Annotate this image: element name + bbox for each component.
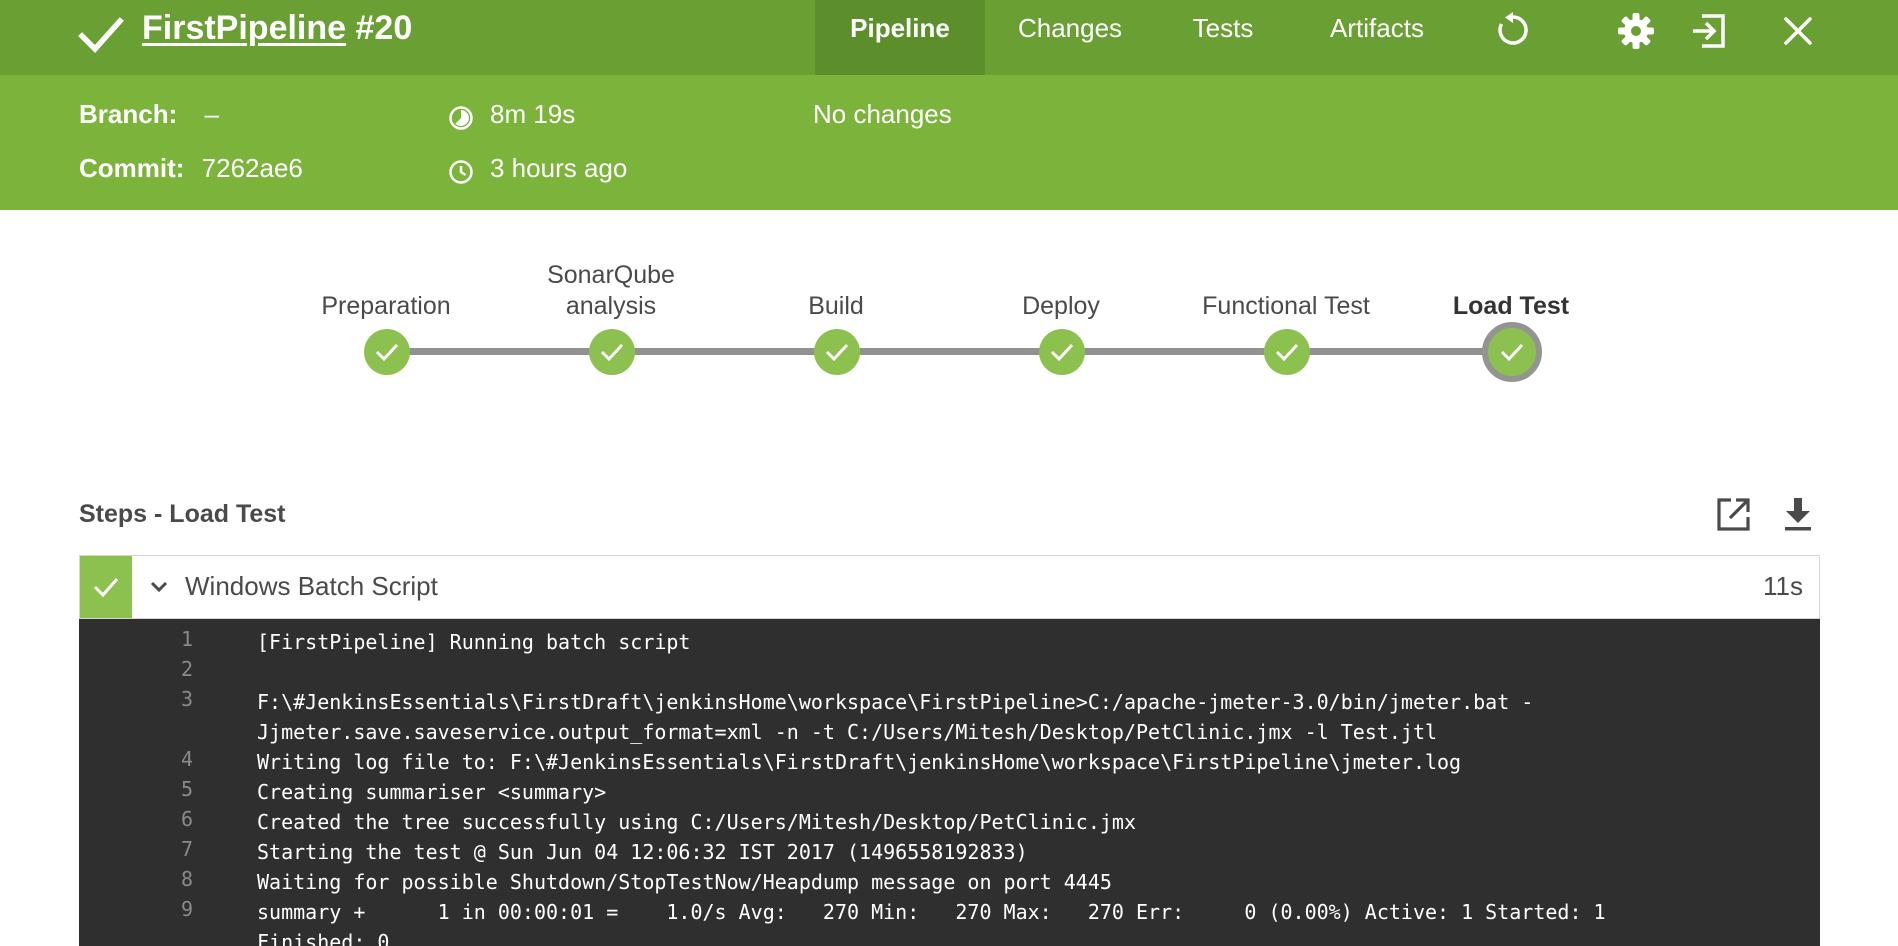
steps-title: Steps - Load Test: [79, 500, 286, 528]
pipeline-name-link[interactable]: FirstPipeline: [142, 9, 347, 47]
stage-node-preparation[interactable]: [364, 329, 410, 375]
duration-value: 8m 19s: [490, 99, 576, 129]
line-number[interactable]: 2: [180, 657, 193, 681]
stage-label-functional-test[interactable]: Functional Test: [1202, 292, 1370, 320]
stage-label-load-test[interactable]: Load Test: [1452, 292, 1570, 320]
close-icon[interactable]: [1777, 10, 1819, 52]
changes-value: No changes: [813, 99, 952, 129]
commit-info: Commit: 7262ae6: [79, 153, 303, 184]
tab-changes[interactable]: Changes: [1017, 13, 1123, 43]
check-icon: [93, 578, 119, 598]
log-text: F:\#JenkinsEssentials\FirstDraft\jenkins…: [257, 690, 1534, 744]
run-title: FirstPipeline #20: [142, 9, 412, 48]
step-row-windows-batch-script[interactable]: Windows Batch Script 11s: [79, 555, 1820, 619]
log-text: [FirstPipeline] Running batch script: [257, 630, 691, 654]
stage-label-deploy[interactable]: Deploy: [1022, 292, 1100, 320]
stage-node-build[interactable]: [814, 329, 860, 375]
line-number[interactable]: 4: [180, 747, 193, 771]
chevron-down-icon[interactable]: [148, 576, 170, 598]
started-value: 3 hours ago: [490, 153, 628, 183]
top-bar: FirstPipeline #20 Pipeline Changes Tests…: [0, 0, 1898, 75]
branch-value: –: [204, 99, 219, 129]
step-name: Windows Batch Script: [185, 571, 438, 601]
branch-info: Branch: –: [79, 99, 219, 130]
commit-value: 7262ae6: [201, 153, 303, 183]
log-text: Created the tree successfully using C:/U…: [257, 810, 1136, 834]
line-number[interactable]: 1: [180, 627, 193, 651]
check-icon: [600, 343, 624, 362]
log-text: Creating summariser <summary>: [257, 780, 607, 804]
line-number[interactable]: 8: [180, 867, 193, 891]
tab-tests[interactable]: Tests: [1192, 13, 1254, 43]
tab-artifacts[interactable]: Artifacts: [1330, 13, 1424, 43]
commit-label: Commit:: [79, 153, 185, 183]
line-number[interactable]: 5: [180, 777, 193, 801]
log-text: summary + 1 in 00:00:01 = 1.0/s Avg: 270…: [257, 900, 1606, 946]
log-text: Starting the test @ Sun Jun 04 12:06:32 …: [257, 840, 1028, 864]
gear-icon[interactable]: [1615, 10, 1657, 52]
stage-node-load-test[interactable]: [1482, 322, 1542, 382]
log-text: Waiting for possible Shutdown/StopTestNo…: [257, 870, 1112, 894]
open-external-icon[interactable]: [1714, 494, 1754, 534]
stage-label-preparation[interactable]: Preparation: [321, 292, 451, 320]
console-log: 1 [FirstPipeline] Running batch script 2…: [79, 619, 1820, 946]
check-icon: [375, 343, 399, 362]
exit-icon[interactable]: [1688, 10, 1730, 52]
run-info-bar: Branch: – Commit: 7262ae6 8m 19s 3 hours…: [0, 75, 1898, 210]
log-text: Writing log file to: F:\#JenkinsEssentia…: [257, 750, 1462, 774]
branch-label: Branch:: [79, 99, 178, 129]
stage-label-build[interactable]: Build: [808, 292, 864, 320]
check-icon: [1275, 343, 1299, 362]
clock-icon: [449, 160, 473, 184]
tab-pipeline[interactable]: Pipeline: [815, 0, 985, 75]
check-icon: [1500, 343, 1524, 362]
duration-icon: [449, 106, 473, 130]
line-number[interactable]: 3: [180, 687, 193, 711]
check-icon: [825, 343, 849, 362]
line-number[interactable]: 6: [180, 807, 193, 831]
line-number[interactable]: 9: [180, 897, 193, 921]
step-duration: 11s: [1763, 571, 1803, 601]
replay-icon[interactable]: [1492, 10, 1534, 52]
step-status: [80, 556, 132, 618]
stage-node-sonarqube[interactable]: [589, 329, 635, 375]
success-check-icon: [78, 17, 124, 54]
stage-node-functional-test[interactable]: [1264, 329, 1310, 375]
stage-label-sonarqube[interactable]: SonarQube analysis: [547, 261, 675, 320]
stage-node-deploy[interactable]: [1039, 329, 1085, 375]
pipeline-track: [386, 348, 1512, 355]
download-icon[interactable]: [1778, 494, 1818, 534]
line-number[interactable]: 7: [180, 837, 193, 861]
check-icon: [1050, 343, 1074, 362]
run-number: #20: [355, 9, 413, 47]
